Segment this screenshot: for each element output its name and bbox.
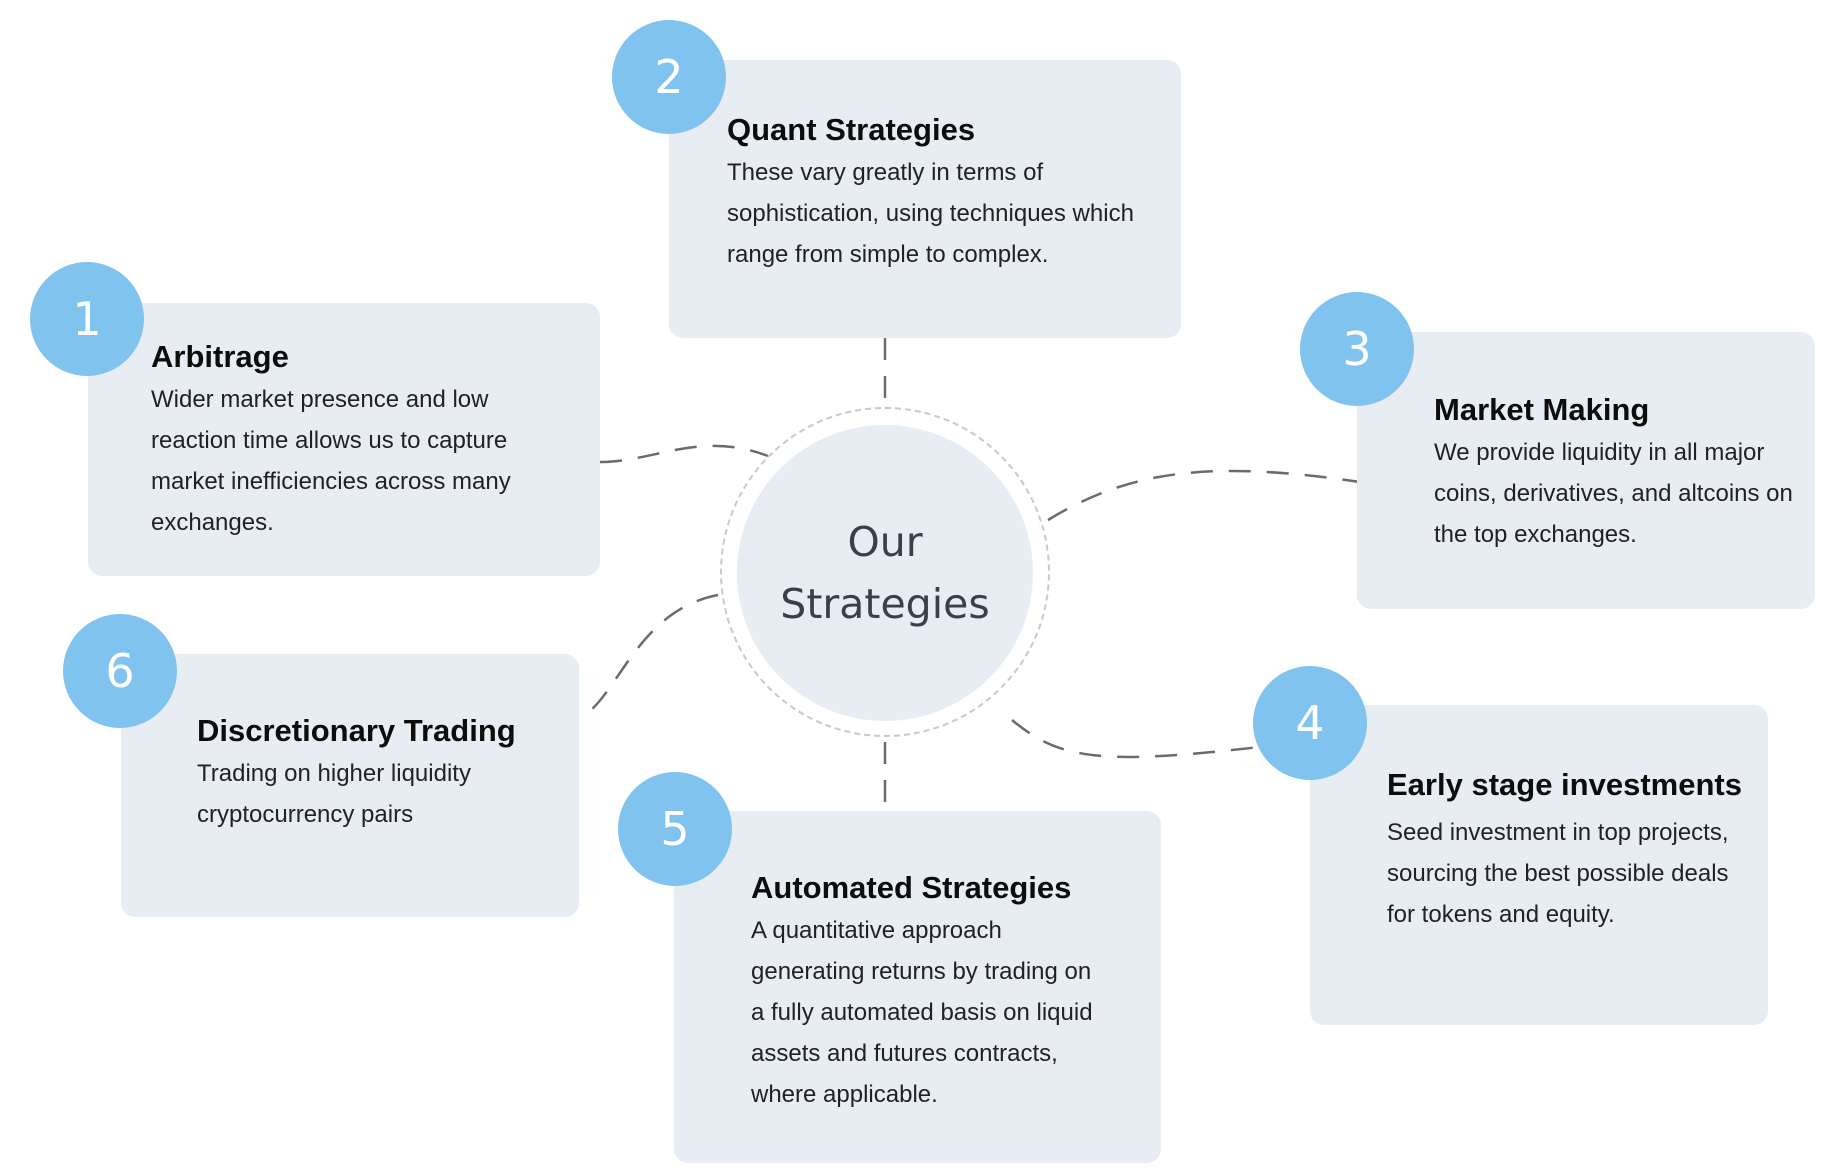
hub-ring xyxy=(720,407,1050,737)
strategy-card-automated: Automated Strategies A quantitative appr… xyxy=(674,811,1161,1163)
card-content: Quant Strategies These vary greatly in t… xyxy=(727,108,1152,275)
card-description: These vary greatly in terms of sophistic… xyxy=(727,159,1134,268)
number-badge-5: 5 xyxy=(618,772,732,886)
hub-circle: Our Strategies xyxy=(737,425,1033,721)
card-content: Arbitrage Wider market presence and low … xyxy=(151,335,571,543)
number-badge-6: 6 xyxy=(63,614,177,728)
number-badge-3: 3 xyxy=(1300,292,1414,406)
card-description: Trading on higher liquidity cryptocurren… xyxy=(197,760,471,828)
card-content: Discretionary Trading Trading on higher … xyxy=(197,709,557,835)
card-description: A quantitative approach generating retur… xyxy=(751,917,1093,1108)
number-badge-4: 4 xyxy=(1253,666,1367,780)
hub-label: Our Strategies xyxy=(780,518,990,628)
strategy-card-quant: Quant Strategies These vary greatly in t… xyxy=(669,60,1181,338)
card-description: Seed investment in top projects, sourcin… xyxy=(1387,819,1729,928)
connector-arbitrage xyxy=(599,444,769,464)
card-title: Early stage investments xyxy=(1387,767,1742,802)
strategy-card-arbitrage: Arbitrage Wider market presence and low … xyxy=(88,303,600,576)
card-title: Automated Strategies xyxy=(751,870,1072,905)
card-title: Arbitrage xyxy=(151,339,289,374)
card-title: Discretionary Trading xyxy=(197,713,516,748)
card-content: Early stage investments Seed investment … xyxy=(1387,757,1742,935)
strategy-card-discretionary: Discretionary Trading Trading on higher … xyxy=(121,654,579,917)
card-content: Market Making We provide liquidity in al… xyxy=(1434,388,1794,555)
strategy-card-market-making: Market Making We provide liquidity in al… xyxy=(1357,332,1815,609)
connector-early-stage xyxy=(1011,719,1261,759)
card-content: Automated Strategies A quantitative appr… xyxy=(751,866,1111,1115)
card-description: We provide liquidity in all major coins,… xyxy=(1434,439,1793,548)
strategy-card-early-stage: Early stage investments Seed investment … xyxy=(1310,705,1768,1025)
number-badge-2: 2 xyxy=(612,20,726,134)
connector-discretionary xyxy=(584,593,719,717)
card-title: Quant Strategies xyxy=(727,112,976,147)
number-badge-1: 1 xyxy=(30,262,144,376)
card-title: Market Making xyxy=(1434,392,1650,427)
connector-market-making xyxy=(1047,469,1361,522)
card-description: Wider market presence and low reaction t… xyxy=(151,386,511,536)
